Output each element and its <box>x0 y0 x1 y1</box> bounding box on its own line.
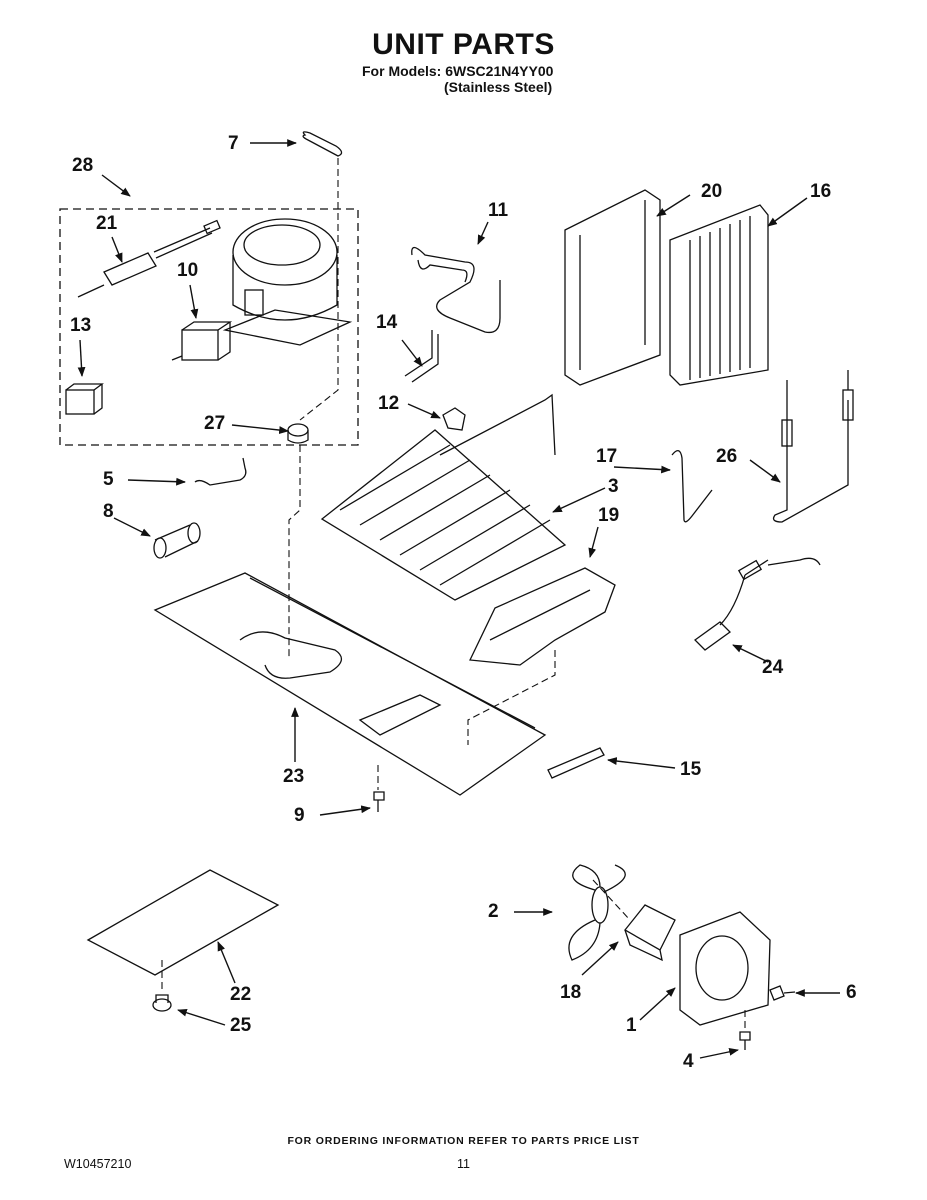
callout-7: 7 <box>228 133 239 154</box>
tube-14-drawing <box>404 330 439 383</box>
screw-6-drawing <box>769 985 796 1001</box>
fan-blade-2-drawing <box>568 864 626 961</box>
grommet-drawing <box>287 423 309 444</box>
base-plate-23-drawing <box>153 572 547 796</box>
insulation-sheet-22-drawing <box>86 869 280 976</box>
ordering-note: FOR ORDERING INFORMATION REFER TO PARTS … <box>287 1135 640 1147</box>
callout-21: 21 <box>96 213 118 234</box>
capacitor-drawing <box>65 383 104 415</box>
page-number: 11 <box>457 1157 470 1171</box>
compressor-drawing <box>222 218 353 346</box>
insulation-8-drawing <box>153 522 201 559</box>
models-line: For Models: 6WSC21N4YY00 <box>362 63 554 79</box>
callout-20: 20 <box>701 181 723 202</box>
callout-16: 16 <box>810 181 832 202</box>
callout-6: 6 <box>846 982 857 1003</box>
overload-relay-drawing <box>171 321 233 361</box>
bracket-17-drawing <box>671 450 713 523</box>
callout-15: 15 <box>680 759 702 780</box>
page-title: UNIT PARTS <box>372 28 555 61</box>
power-cord-24-drawing <box>693 557 821 651</box>
callout-12: 12 <box>378 393 400 414</box>
callout-4: 4 <box>683 1051 694 1072</box>
fan-bracket-1-drawing <box>679 911 771 1026</box>
clip-12-drawing <box>442 407 466 431</box>
assembly-lines <box>161 158 746 1030</box>
callout-19: 19 <box>598 505 620 526</box>
callout-5: 5 <box>103 469 114 490</box>
callout-26: 26 <box>716 446 738 467</box>
callout-10: 10 <box>177 260 199 281</box>
callout-28: 28 <box>72 155 94 176</box>
screw-4-drawing <box>739 1031 751 1050</box>
compressor-assembly-box <box>59 208 359 446</box>
evaporator-cover-20-drawing <box>564 189 661 386</box>
drier-drawing <box>77 219 221 298</box>
tube-5-drawing <box>194 457 247 486</box>
callout-22: 22 <box>230 984 252 1005</box>
tube-11-drawing <box>411 246 501 334</box>
document-number: W10457210 <box>64 1157 132 1171</box>
fan-motor-18-drawing <box>624 904 676 962</box>
condenser-16-drawing <box>669 204 769 386</box>
callout-13: 13 <box>70 315 92 336</box>
callout-18: 18 <box>560 982 582 1003</box>
leader-arrows <box>77 139 840 1059</box>
callout-27: 27 <box>204 413 226 434</box>
clip-25-drawing <box>152 994 172 1012</box>
callout-17: 17 <box>596 446 618 467</box>
evaporator-coil-3-drawing <box>320 393 567 601</box>
drain-pan-19-drawing <box>469 567 616 666</box>
callout-14: 14 <box>376 312 398 333</box>
callout-2: 2 <box>488 901 499 922</box>
model-subtitle: For Models: 6WSC21N4YY00 (Stainless Stee… <box>362 63 553 95</box>
tie-15-drawing <box>547 747 605 779</box>
callout-11: 11 <box>488 200 509 221</box>
callout-1: 1 <box>626 1015 637 1036</box>
callout-23: 23 <box>283 766 305 787</box>
callout-3: 3 <box>608 476 619 497</box>
finish-line: (Stainless Steel) <box>444 79 553 95</box>
callout-24: 24 <box>762 657 784 678</box>
callout-9: 9 <box>294 805 305 826</box>
tube-26-drawing <box>772 370 854 523</box>
strap-drawing <box>302 131 343 157</box>
screw-9-drawing <box>373 791 385 812</box>
callout-25: 25 <box>230 1015 252 1036</box>
callout-8: 8 <box>103 501 114 522</box>
